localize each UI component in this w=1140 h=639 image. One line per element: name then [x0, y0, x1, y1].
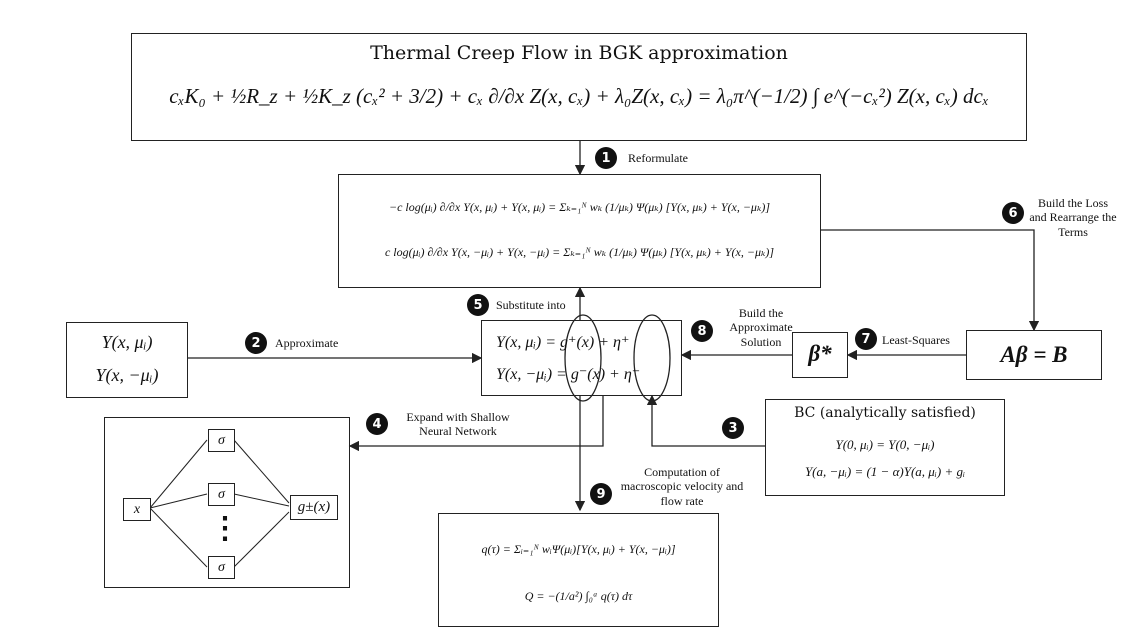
arrow-bc	[646, 394, 765, 447]
step-2-badge: 2	[245, 332, 267, 354]
step-7-badge: 7	[855, 328, 877, 350]
step-6-label: Build the Loss and Rearrange the Terms	[1029, 196, 1117, 239]
nn-input-node: x	[123, 498, 151, 521]
diagram-title: Thermal Creep Flow in BGK approximation	[370, 42, 788, 64]
beta-box: β*	[792, 332, 848, 378]
step-8-badge: 8	[691, 320, 713, 342]
step-1-badge: 1	[595, 147, 617, 169]
bc-title: BC (analytically satisfied)	[794, 405, 976, 421]
beta-star: β*	[808, 341, 832, 366]
step-3-badge: 3	[722, 417, 744, 439]
nn-ellipsis: ⋮	[210, 511, 240, 546]
reformulated-eq-1: −c log(μᵢ) ∂/∂x Y(x, μᵢ) + Y(x, μᵢ) = Σₖ…	[389, 200, 770, 214]
nn-hidden-node-2: σ	[208, 483, 235, 506]
y-plus: Y(x, μᵢ)	[101, 332, 153, 352]
bc-eq-2: Y(a, −μᵢ) = (1 − α)Y(a, μᵢ) + gᵢ	[804, 464, 966, 479]
approximation-box: Y(x, μᵢ) = g⁺(x) + η⁺ Y(x, −μᵢ) = g⁻(x) …	[481, 320, 682, 396]
step-4-label: Expand with Shallow Neural Network	[406, 410, 510, 439]
title-box: Thermal Creep Flow in BGK approximation …	[131, 33, 1027, 141]
approx-eq-minus: Y(x, −μᵢ) = g⁻(x) + η⁻	[496, 366, 641, 383]
linear-system: Aβ = B	[1000, 342, 1068, 367]
step-2-label: Approximate	[275, 336, 339, 350]
arrow-build-loss	[821, 229, 1040, 332]
step-8-label: Build the Approximate Solution	[729, 306, 793, 349]
bc-eq-1: Y(0, μᵢ) = Y(0, −μᵢ)	[835, 437, 935, 452]
approx-eq-plus: Y(x, μᵢ) = g⁺(x) + η⁺	[496, 334, 630, 351]
flow-rate-box: q(τ) = Σᵢ₌₁ᴺ wᵢΨ(μᵢ)[Y(x, μᵢ) + Y(x, −μᵢ…	[438, 513, 719, 627]
y-minus: Y(x, −μᵢ)	[95, 365, 159, 385]
step-6-badge: 6	[1002, 202, 1024, 224]
nn-output-node: g±(x)	[290, 495, 338, 520]
flow-Q: Q = −(1/a²) ∫₀ᵃ q(τ) dτ	[524, 589, 633, 603]
least-squares-system-box: Aβ = B	[966, 330, 1102, 380]
step-5-label: Substitute into	[496, 298, 566, 312]
nn-hidden-node-1: σ	[208, 429, 235, 452]
step-5-badge: 5	[467, 294, 489, 316]
nn-hidden-node-3: σ	[208, 556, 235, 579]
step-1-label: Reformulate	[628, 151, 688, 165]
y-box: Y(x, μᵢ) Y(x, −μᵢ)	[66, 322, 188, 398]
bc-box: BC (analytically satisfied) Y(0, μᵢ) = Y…	[765, 399, 1005, 496]
neural-network-box: x σ σ ⋮ σ g±(x)	[104, 417, 350, 588]
reformulated-box: −c log(μᵢ) ∂/∂x Y(x, μᵢ) + Y(x, μᵢ) = Σₖ…	[338, 174, 821, 288]
step-4-badge: 4	[366, 413, 388, 435]
reformulated-eq-2: c log(μᵢ) ∂/∂x Y(x, −μᵢ) + Y(x, −μᵢ) = Σ…	[384, 245, 775, 259]
step-7-label: Least-Squares	[882, 333, 950, 347]
flow-q-tau: q(τ) = Σᵢ₌₁ᴺ wᵢΨ(μᵢ)[Y(x, μᵢ) + Y(x, −μᵢ…	[481, 542, 676, 556]
step-9-badge: 9	[590, 483, 612, 505]
step-9-label: Computation of macroscopic velocity and …	[620, 465, 744, 508]
bgk-equation: cₓK₀ + ½R_z + ½K_z (cₓ² + 3/2) + cₓ ∂/∂x…	[169, 84, 989, 108]
